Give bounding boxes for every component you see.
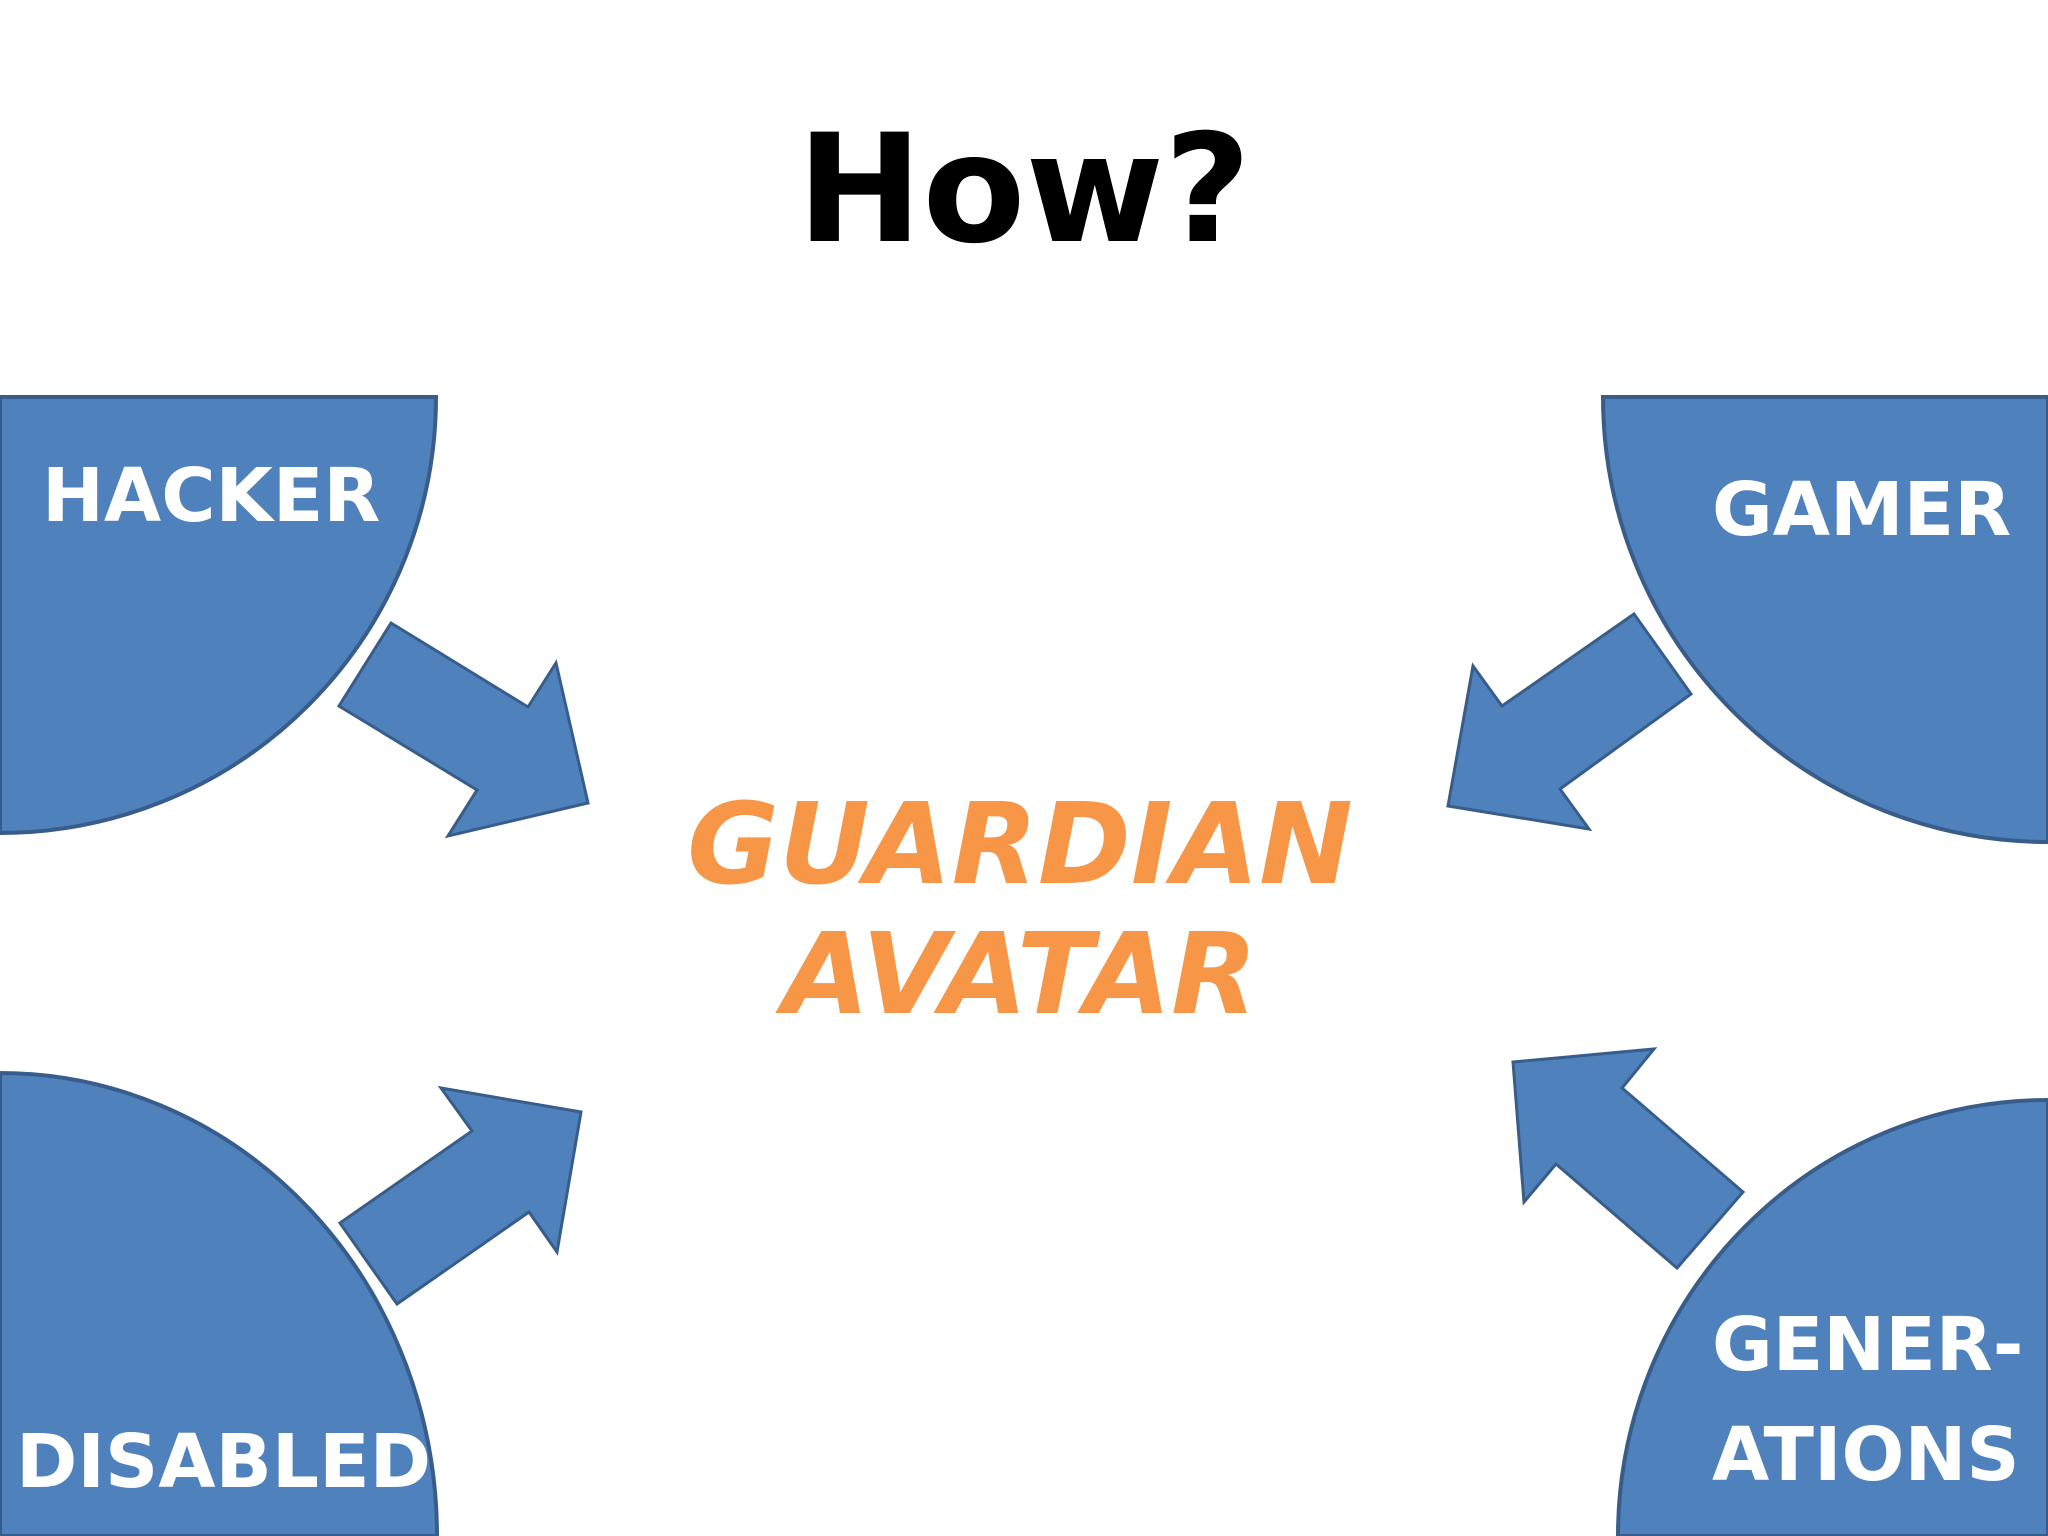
gamer-quarter-circle <box>1600 395 2048 845</box>
generations-label: GENER- ATIONS <box>1712 1290 2023 1510</box>
arrow-gamer-to-center <box>1446 611 1694 832</box>
hacker-label: HACKER <box>42 453 381 539</box>
arrow-hacker-to-center <box>336 620 590 839</box>
disabled-label: DISABLED <box>16 1419 432 1505</box>
center-label-line2: AVATAR <box>782 910 1258 1040</box>
generations-label-line2: ATIONS <box>1712 1412 2020 1498</box>
slide-title: How? <box>796 103 1252 277</box>
arrow-disabled-to-center <box>337 1085 583 1307</box>
arrow-generations-to-center <box>1511 1047 1746 1271</box>
generations-quarter-circle <box>1615 1097 2048 1536</box>
gamer-label: GAMER <box>1712 467 2012 553</box>
disabled-quarter-circle <box>0 1070 440 1536</box>
hacker-quarter-circle <box>0 395 439 836</box>
center-label-line1: GUARDIAN <box>687 780 1353 910</box>
generations-label-line1: GENER- <box>1712 1302 2024 1388</box>
center-label: GUARDIAN AVATAR <box>680 780 1360 1040</box>
